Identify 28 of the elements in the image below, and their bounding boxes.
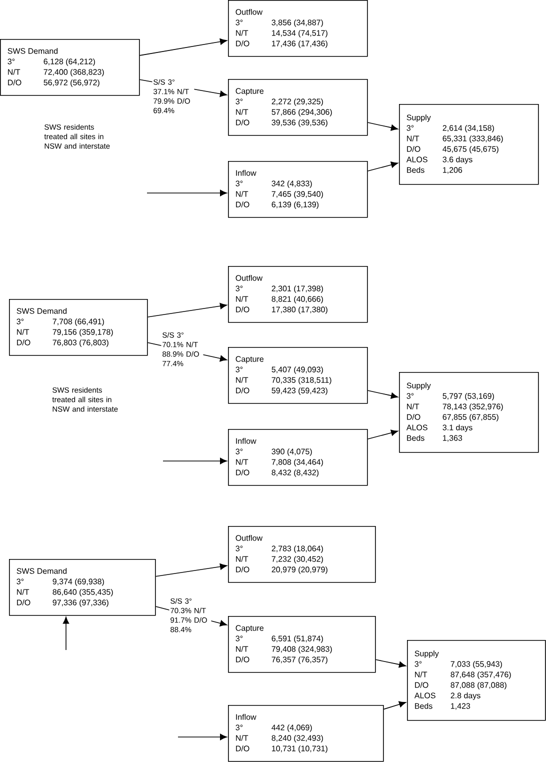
data-box: SWS Demand 3° 9,374 (69,938) N/T 86,640 (355,435) D/O 97,336 (97,336) — [9, 559, 156, 616]
arrow — [162, 458, 227, 464]
data-box: Supply 3° 2,614 (34,158) N/T 65,331 (333,846) D/O 45,675 (45,675) ALOS 3.6 days Beds 1,206 — [399, 104, 539, 185]
arrow — [178, 734, 227, 740]
arrow — [62, 616, 70, 650]
data-box: Capture 3° 5,407 (49,093) N/T 70,335 (318,511) D/O 59,423 (59,423) — [228, 347, 368, 404]
arrow — [383, 701, 406, 710]
data-box: SWS Demand 3° 6,128 (64,212) N/T 72,400 (368,823) D/O 56,972 (56,972) — [0, 39, 140, 96]
data-box: Outflow 3° 2,301 (17,398) N/T 8,821 (40,666) D/O 17,380 (17,380) — [228, 266, 368, 323]
arrow — [367, 390, 398, 399]
arrow — [367, 162, 398, 172]
data-box: Supply 3° 7,033 (55,943) N/T 87,648 (357,476) D/O 87,088 (87,088) ALOS 2.8 days Beds 1,423 — [407, 640, 546, 721]
arrow — [367, 430, 398, 440]
arrow — [367, 122, 398, 131]
arrow — [146, 190, 227, 196]
data-box: Inflow 3° 442 (4,069) N/T 8,240 (32,493) D/O 10,731 (10,731) — [228, 705, 384, 762]
data-box: Inflow 3° 390 (4,075) N/T 7,808 (34,464) D/O 8,432 (8,432) — [228, 429, 368, 486]
data-box: Supply 3° 5,797 (53,169) N/T 78,143 (352,976) D/O 67,855 (67,855) ALOS 3.1 days Beds 1,363 — [399, 372, 539, 453]
data-box: Capture 3° 6,591 (51,874) N/T 79,408 (324,983) D/O 76,357 (76,357) — [228, 616, 376, 673]
arrow — [375, 659, 406, 668]
arrow — [155, 564, 227, 577]
data-box: Inflow 3° 342 (4,833) N/T 7,465 (39,540) D/O 6,139 (6,139) — [228, 161, 368, 218]
arrow — [139, 38, 227, 56]
arrow — [147, 302, 227, 318]
data-box: SWS Demand 3° 7,708 (66,491) N/T 79,156 (359,178) D/O 76,803 (76,803) — [9, 299, 148, 356]
data-box: Capture 3° 2,272 (29,325) N/T 57,866 (294,306) D/O 39,536 (39,536) — [228, 79, 368, 136]
data-box: Outflow 3° 3,856 (34,887) N/T 14,534 (74,517) D/O 17,436 (17,436) — [228, 0, 368, 57]
data-box: Outflow 3° 2,783 (18,064) N/T 7,232 (30,452) D/O 20,979 (20,979) — [228, 526, 376, 583]
